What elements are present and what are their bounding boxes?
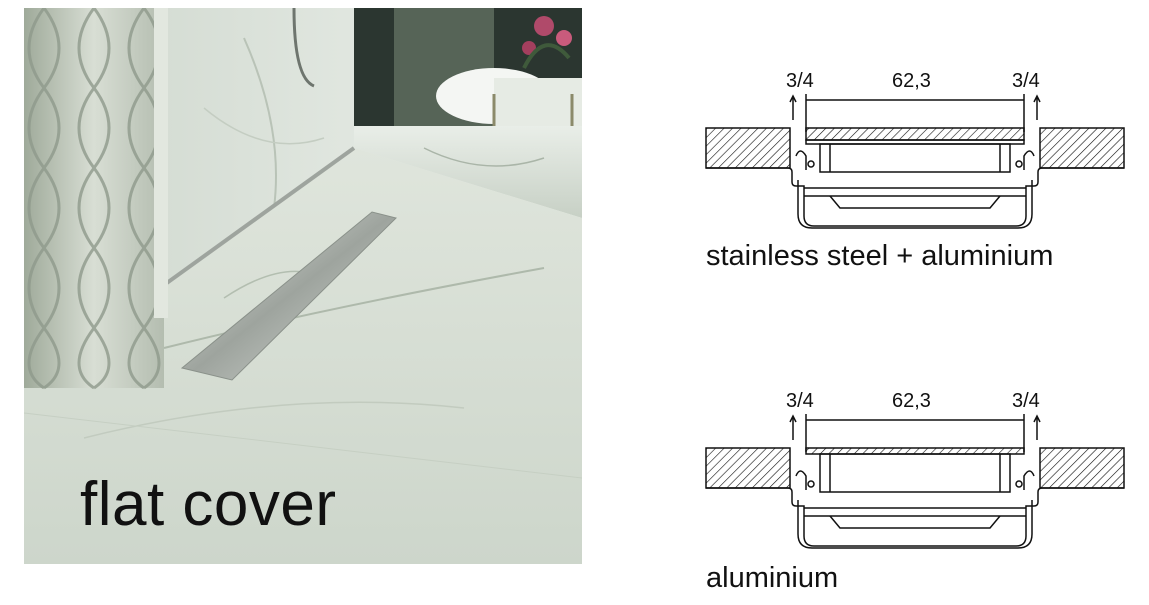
cross-section-aluminium: 3/4 62,3 3/4 aluminium	[690, 380, 1130, 600]
dim-right: 3/4	[1012, 390, 1040, 412]
section-caption: stainless steel + aluminium	[706, 240, 1054, 272]
dim-right: 3/4	[1012, 70, 1040, 92]
dim-middle: 62,3	[892, 70, 931, 92]
product-photo: flat cover	[24, 8, 582, 564]
section-caption: aluminium	[706, 562, 839, 594]
photo-caption: flat cover	[80, 470, 337, 539]
dim-middle: 62,3	[892, 390, 931, 412]
bathroom-scene-illustration	[24, 8, 582, 564]
dim-left: 3/4	[786, 390, 814, 412]
cross-section-drawing	[705, 94, 1125, 229]
cross-section-drawing	[705, 414, 1125, 549]
cross-section-stainless-aluminium: 3/4 62,3 3/4 stainless steel + aluminium	[690, 60, 1130, 280]
dim-left: 3/4	[786, 70, 814, 92]
